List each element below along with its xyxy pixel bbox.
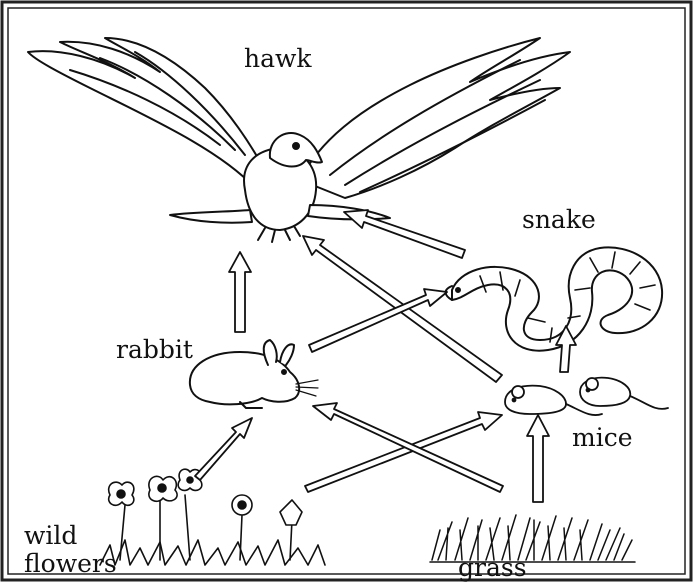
wild-flowers-illustration <box>100 469 325 565</box>
arrow-flowers-to-rabbit <box>195 418 252 480</box>
arrow-rabbit-to-hawk <box>229 252 251 332</box>
label-grass: grass <box>458 555 527 580</box>
arrow-grass-to-mice <box>527 415 549 502</box>
label-flowers: flowers <box>24 551 117 576</box>
mice-illustration <box>505 378 668 415</box>
label-hawk: hawk <box>244 46 312 71</box>
label-wild: wild <box>24 523 77 548</box>
label-snake: snake <box>522 207 596 232</box>
snake-illustration <box>446 247 663 350</box>
label-mice: mice <box>572 425 633 450</box>
rabbit-illustration <box>190 340 318 408</box>
arrow-snake-to-hawk <box>344 210 465 258</box>
label-rabbit: rabbit <box>116 337 193 362</box>
